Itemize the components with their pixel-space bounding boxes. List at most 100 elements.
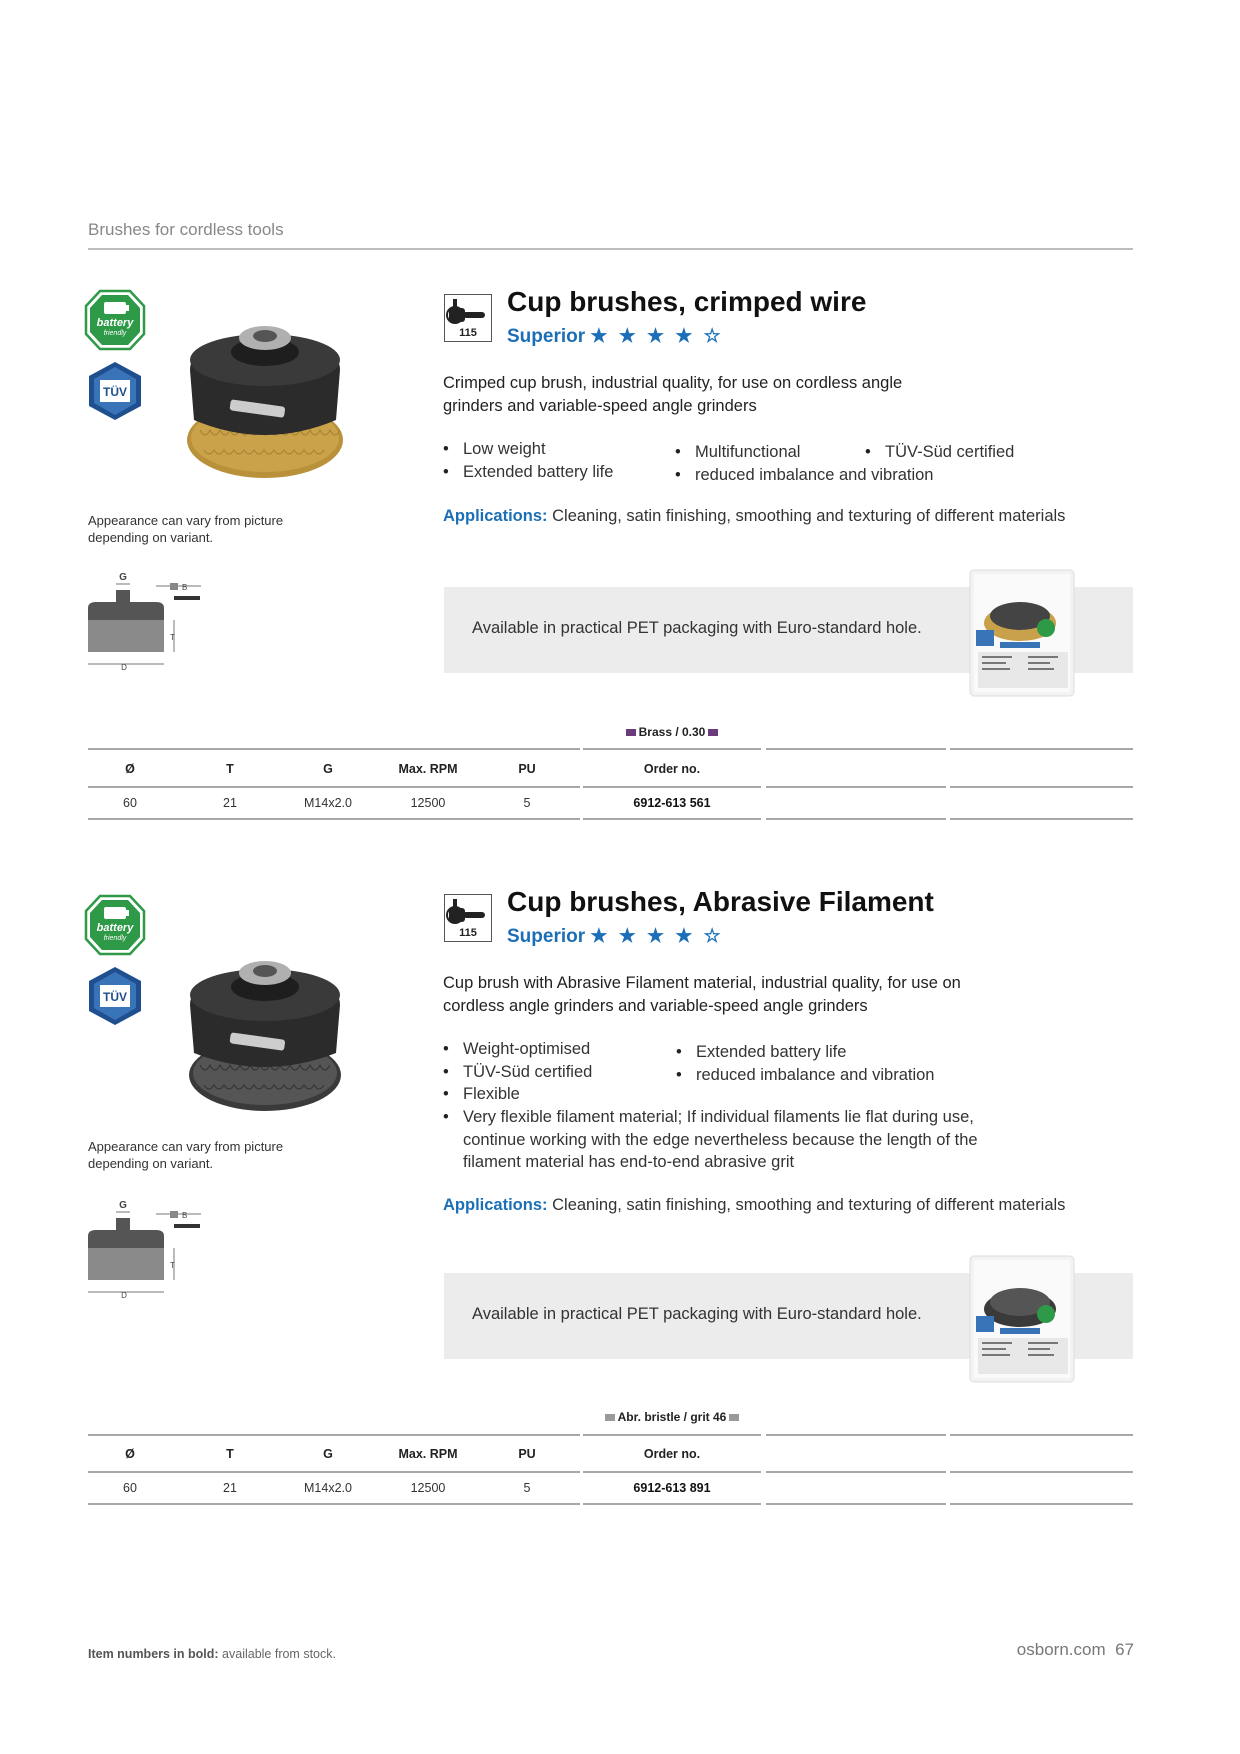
feature-item: reduced imbalance and vibration xyxy=(675,464,934,487)
svg-text:D: D xyxy=(121,1291,127,1300)
battery-badge-text: battery xyxy=(97,922,135,934)
table-rule xyxy=(88,1503,580,1505)
product-description: Cup brush with Abrasive Filament materia… xyxy=(443,974,961,1015)
column-header: Max. RPM xyxy=(398,762,458,776)
table-rule xyxy=(950,786,1133,788)
variant-color-swatch xyxy=(625,729,636,737)
order-number[interactable]: 6912-613 561 xyxy=(633,796,711,810)
table-cell: 5 xyxy=(523,1481,531,1495)
quality-grade: Superior ★ ★ ★ ★ ☆ xyxy=(507,325,724,348)
table-cell: 60 xyxy=(123,796,137,810)
stock-note-bold: Item numbers in bold: xyxy=(88,1647,219,1661)
page-footer: osborn.com 67 xyxy=(1017,1640,1134,1660)
dimension-drawing-icon: G B T D xyxy=(86,568,206,678)
tool-icon-number: 115 xyxy=(459,327,477,339)
table-rule xyxy=(88,818,580,820)
table-rule xyxy=(766,1503,946,1505)
image-note: Appearance can vary from picture dependi… xyxy=(88,1139,284,1171)
website-link[interactable]: osborn.com xyxy=(1016,1640,1106,1659)
table-rule xyxy=(583,786,761,788)
table-rule xyxy=(766,1471,946,1473)
angle-grinder-icon: 115 xyxy=(444,294,492,342)
column-header: Ø xyxy=(125,1447,135,1461)
page-number: 67 xyxy=(1115,1640,1134,1659)
column-header: G xyxy=(323,762,333,776)
table-rule xyxy=(766,748,946,750)
table-rule xyxy=(88,1434,580,1436)
column-header: PU xyxy=(518,762,536,776)
battery-friendly-badge-icon: battery friendly xyxy=(84,894,146,956)
variant-label: Brass / 0.30 xyxy=(607,725,737,739)
product-title: Cup brushes, crimped wire xyxy=(507,286,867,317)
table-rule xyxy=(950,1434,1133,1436)
rating-stars-icon: ★ ★ ★ ★ ☆ xyxy=(590,326,724,347)
product-title: Cup brushes, Abrasive Filament xyxy=(507,886,934,917)
column-header: Ø xyxy=(125,762,135,776)
table-rule xyxy=(950,748,1133,750)
stock-note-text: available from stock. xyxy=(218,1647,336,1661)
table-cell: 12500 xyxy=(410,1481,446,1495)
applications-text: Cleaning, satin finishing, smoothing and… xyxy=(552,507,1066,525)
applications-label: Applications: xyxy=(443,507,548,525)
table-rule xyxy=(583,748,761,750)
rating-stars-icon: ★ ★ ★ ★ ☆ xyxy=(590,926,724,947)
table-rule xyxy=(88,1471,580,1473)
svg-text:D: D xyxy=(121,663,127,672)
table-rule xyxy=(583,1434,761,1436)
column-header: T xyxy=(226,762,234,776)
packaging-text: Available in practical PET packaging wit… xyxy=(472,1305,922,1323)
applications-label: Applications: xyxy=(443,1196,548,1214)
variant-color-swatch xyxy=(604,1414,615,1422)
feature-item: Multifunctional xyxy=(675,441,934,464)
applications: Applications: Cleaning, satin finishing,… xyxy=(443,1196,1065,1215)
table-rule xyxy=(583,818,761,820)
feature-item: Low weight xyxy=(443,438,613,461)
stock-note: Item numbers in bold: available from sto… xyxy=(88,1647,336,1661)
feature-item: Extended battery life xyxy=(443,461,613,484)
svg-text:B: B xyxy=(182,1211,187,1220)
grade-label: Superior xyxy=(507,326,586,347)
battery-badge-subtext: friendly xyxy=(104,330,127,337)
product-image-crimped-wire xyxy=(170,300,360,490)
tuv-badge-text: TÜV xyxy=(103,384,127,399)
applications: Applications: Cleaning, satin finishing,… xyxy=(443,507,1065,526)
feature-item: TÜV-Süd certified xyxy=(443,1061,592,1084)
feature-item: Flexible xyxy=(443,1083,592,1106)
applications-text: Cleaning, satin finishing, smoothing and… xyxy=(552,1196,1066,1214)
pet-packaging-image xyxy=(968,568,1078,698)
feature-list-col1: Weight-optimised TÜV-Süd certified Flexi… xyxy=(443,1038,592,1106)
table-rule xyxy=(766,786,946,788)
header-rule xyxy=(88,248,1133,250)
feature-list-col3: TÜV-Süd certified xyxy=(865,441,1014,464)
section-header: Brushes for cordless tools xyxy=(88,220,284,239)
angle-grinder-icon: 115 xyxy=(444,894,492,942)
feature-item: TÜV-Süd certified xyxy=(865,441,1014,464)
feature-list-col2: Multifunctional reduced imbalance and vi… xyxy=(675,441,934,486)
svg-text:G: G xyxy=(119,572,127,583)
feature-item-long: Very flexible filament material; If indi… xyxy=(443,1106,1003,1174)
table-cell: 12500 xyxy=(410,796,446,810)
svg-text:T: T xyxy=(170,633,175,642)
tuv-certified-badge-icon: TÜV xyxy=(85,966,145,1026)
variant-text: Brass / 0.30 xyxy=(638,725,706,739)
column-header: Order no. xyxy=(643,1447,701,1461)
battery-badge-subtext: friendly xyxy=(104,935,127,942)
feature-list-col2: Extended battery life reduced imbalance … xyxy=(676,1041,935,1086)
tuv-badge-text: TÜV xyxy=(103,989,127,1004)
table-rule xyxy=(88,786,580,788)
table-cell: M14x2.0 xyxy=(304,796,352,810)
tool-icon-number: 115 xyxy=(459,927,477,939)
column-header: Order no. xyxy=(643,762,701,776)
table-cell: 21 xyxy=(223,1481,237,1495)
table-cell: 60 xyxy=(123,1481,137,1495)
packaging-text: Available in practical PET packaging wit… xyxy=(472,619,922,637)
variant-label: Abr. bristle / grit 46 xyxy=(597,1410,747,1424)
variant-color-swatch xyxy=(708,729,719,737)
table-rule xyxy=(766,818,946,820)
battery-badge-text: battery xyxy=(97,317,135,329)
feature-list-col1: Low weight Extended battery life xyxy=(443,438,613,483)
svg-text:T: T xyxy=(170,1261,175,1270)
feature-item: reduced imbalance and vibration xyxy=(676,1064,935,1087)
order-number[interactable]: 6912-613 891 xyxy=(633,1481,711,1495)
product-description: Crimped cup brush, industrial quality, f… xyxy=(443,374,903,415)
